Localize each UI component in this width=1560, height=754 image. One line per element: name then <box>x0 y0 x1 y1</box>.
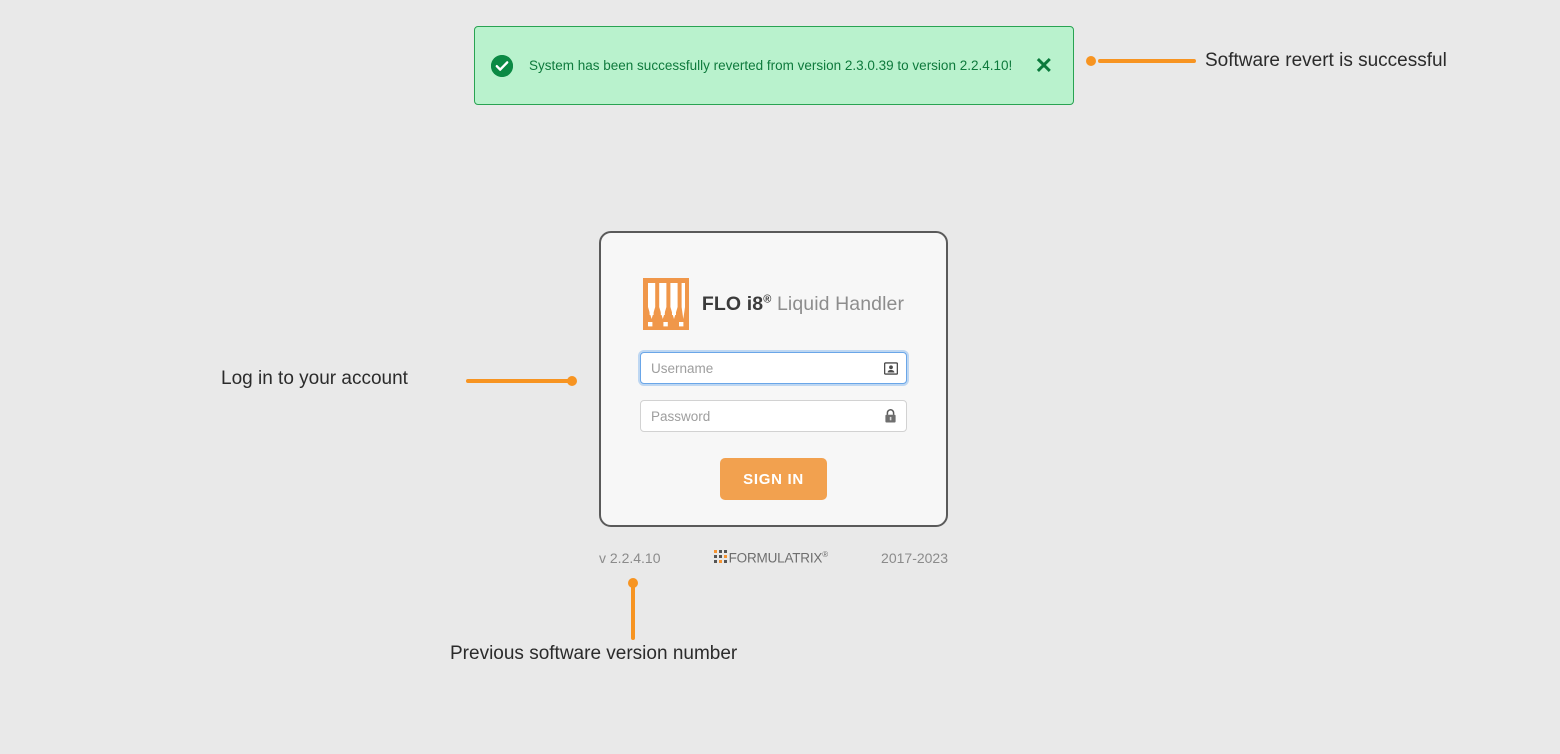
brand-name-strong: FLO i8 <box>701 292 764 315</box>
check-circle-icon <box>491 54 513 77</box>
brand-title: FLO i8® Liquid Handler <box>702 293 904 316</box>
version-label: v 2.2.4.10 <box>599 550 661 566</box>
flo-i8-pipette-logo-icon <box>642 278 689 330</box>
password-field[interactable] <box>640 400 907 432</box>
formulatrix-wordmark: FORMULATRIX® <box>729 550 828 566</box>
annotation-label-version: Previous software version number <box>450 643 738 664</box>
annotation-dot-version <box>628 578 638 588</box>
sign-in-button[interactable]: SIGN IN <box>720 458 827 500</box>
brand: FLO i8® Liquid Handler <box>642 278 904 330</box>
brand-name-light: Liquid Handler <box>776 292 905 315</box>
annotation-line-login <box>466 379 570 383</box>
annotation-line-version <box>631 585 635 640</box>
company-registered-mark: ® <box>822 550 828 560</box>
card-footer: v 2.2.4.10 FORMULATRIX® 2017-2023 <box>599 550 948 566</box>
alert-message: System has been successfully reverted fr… <box>529 57 1013 73</box>
close-icon[interactable]: ✕ <box>1034 52 1053 78</box>
annotation-label-login: Log in to your account <box>221 368 408 389</box>
annotation-line-revert <box>1098 59 1196 63</box>
company-name: FORMULATRIX <box>728 550 823 566</box>
formulatrix-logo: FORMULATRIX® <box>713 550 828 566</box>
password-input[interactable] <box>640 400 907 432</box>
success-alert: System has been successfully reverted fr… <box>474 26 1074 105</box>
username-field[interactable] <box>640 352 907 384</box>
username-input[interactable] <box>640 352 907 384</box>
annotation-dot-revert <box>1086 56 1096 66</box>
dot-grid-icon <box>713 550 727 566</box>
registered-mark: ® <box>763 293 772 305</box>
annotation-dot-login <box>567 376 577 386</box>
copyright-years: 2017-2023 <box>881 550 948 566</box>
login-card: FLO i8® Liquid Handler SIGN IN <box>599 231 948 527</box>
annotation-label-revert: Software revert is successful <box>1205 50 1447 71</box>
